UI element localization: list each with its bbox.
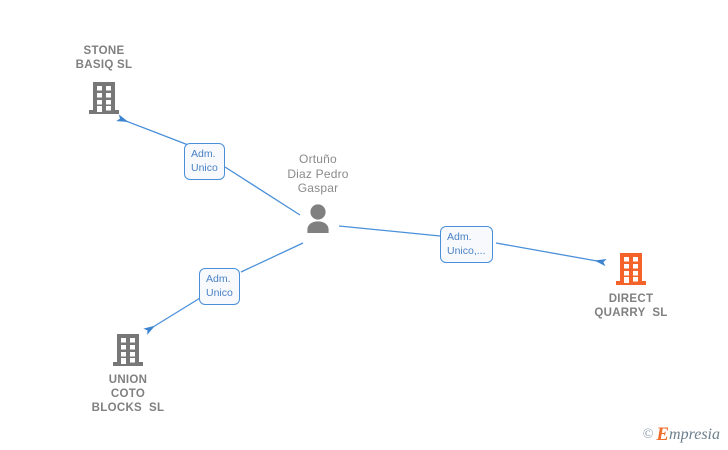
edge-label-direct-quarry[interactable]: Adm. Unico,...	[440, 226, 493, 263]
edge-line-person-to-label-union	[240, 242, 304, 273]
node-stone-basiq[interactable]: STONE BASIQ SL	[44, 44, 164, 116]
edge-label-union-coto-blocks[interactable]: Adm. Unico	[199, 268, 240, 305]
building-icon[interactable]	[44, 72, 164, 116]
edge-label-stone-basiq[interactable]: Adm. Unico	[184, 143, 225, 180]
node-person-ortuno[interactable]: Ortuño Diaz Pedro Gaspar	[258, 152, 378, 235]
brand-name: mpresia	[669, 425, 720, 443]
building-icon[interactable]	[571, 251, 691, 287]
node-label-union-coto-blocks: UNION COTO BLOCKS SL	[91, 374, 165, 414]
empresia-watermark: © E mpresia	[643, 425, 720, 444]
person-icon[interactable]	[258, 196, 378, 235]
edge-line-label-to-union-coto	[143, 294, 206, 335]
node-union-coto-blocks[interactable]: UNION COTO BLOCKS SL	[68, 332, 188, 415]
copyright-icon: ©	[642, 426, 654, 442]
node-direct-quarry[interactable]: DIRECT QUARRY SL	[571, 251, 691, 320]
node-label-stone-basiq: STONE BASIQ SL	[75, 45, 133, 71]
node-label-direct-quarry: DIRECT QUARRY SL	[594, 293, 668, 319]
node-label-person-ortuno: Ortuño Diaz Pedro Gaspar	[287, 152, 349, 195]
brand-initial: E	[656, 424, 670, 445]
building-icon[interactable]	[68, 332, 188, 368]
